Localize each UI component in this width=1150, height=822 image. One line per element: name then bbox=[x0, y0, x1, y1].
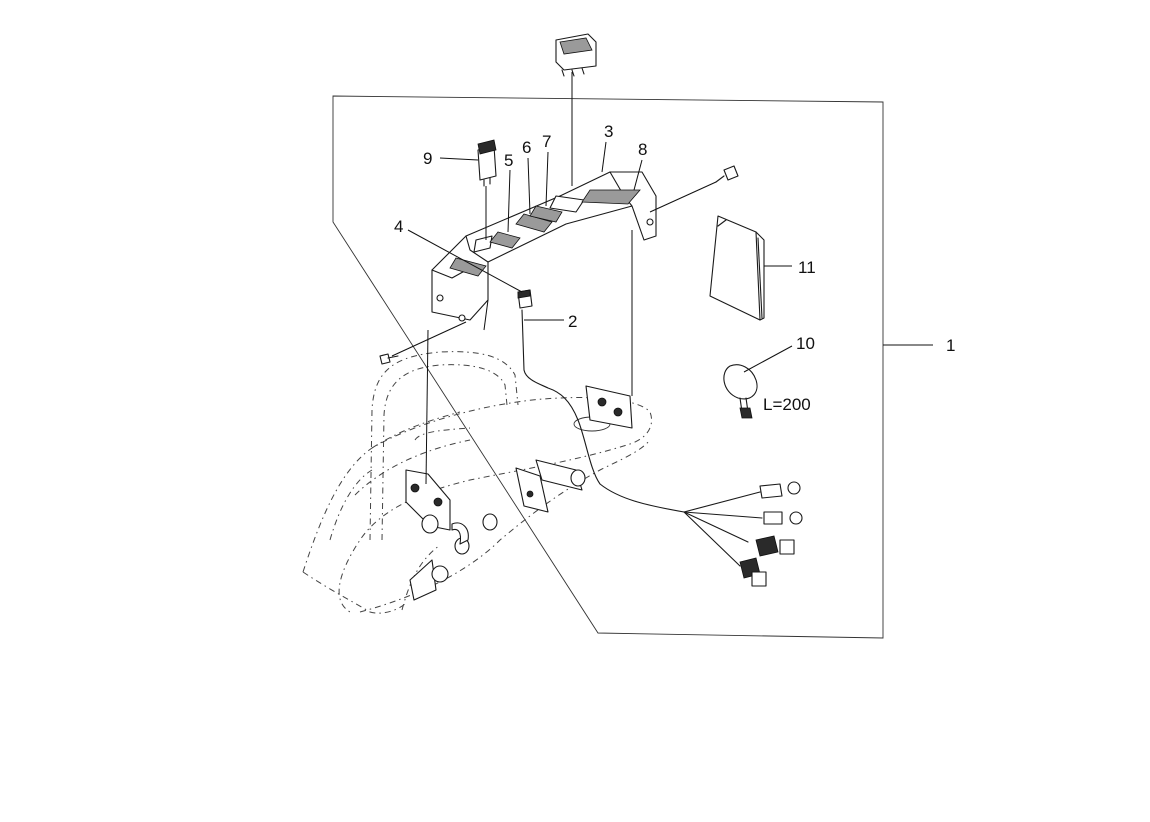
rocker-switch bbox=[555, 33, 597, 77]
callout-8: 8 bbox=[633, 140, 647, 191]
callout-label-8: 8 bbox=[638, 140, 647, 159]
callout-label-7: 7 bbox=[542, 132, 551, 151]
cable-tie bbox=[723, 364, 758, 419]
callout-10: 10 bbox=[743, 334, 815, 373]
callout-4: 4 bbox=[394, 217, 523, 293]
callout-label-5: 5 bbox=[504, 151, 513, 170]
callout-label-11: 11 bbox=[798, 258, 816, 277]
callout-5: 5 bbox=[504, 151, 513, 233]
fender-body bbox=[302, 351, 653, 614]
screw-left bbox=[379, 353, 399, 365]
callout-label-6: 6 bbox=[522, 138, 531, 157]
connector bbox=[517, 289, 533, 309]
wiring-harness bbox=[521, 309, 803, 587]
callout-label-4: 4 bbox=[394, 217, 403, 236]
callout-6: 6 bbox=[522, 138, 531, 215]
mounting-plates bbox=[405, 385, 633, 601]
manual-booklet bbox=[709, 215, 765, 321]
assembly-lines bbox=[391, 72, 717, 485]
callout-1: 1 bbox=[883, 336, 955, 355]
callout-label-3: 3 bbox=[604, 122, 613, 141]
assembly-boundary bbox=[332, 95, 884, 639]
callout-label-1: 1 bbox=[946, 336, 955, 355]
callout-label-10: 10 bbox=[796, 334, 815, 353]
callout-11: 11 bbox=[764, 258, 816, 277]
callout-label-9: 9 bbox=[423, 149, 432, 168]
push-switch bbox=[477, 139, 497, 187]
cable-tie-length-label: L=200 bbox=[763, 395, 811, 414]
callout-label-2: 2 bbox=[568, 312, 577, 331]
callout-7: 7 bbox=[542, 132, 551, 207]
switch-bracket bbox=[431, 171, 657, 322]
screw-right bbox=[715, 165, 739, 183]
callout-2: 2 bbox=[524, 312, 577, 331]
callout-3: 3 bbox=[601, 122, 613, 173]
callout-9: 9 bbox=[423, 149, 479, 168]
